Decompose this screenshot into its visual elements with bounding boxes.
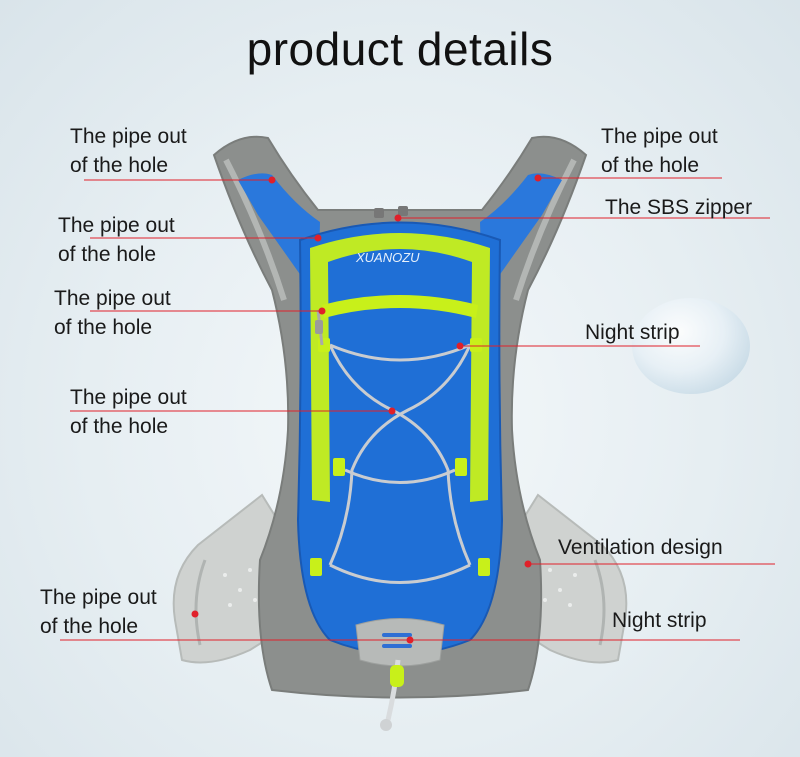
callout-night-strip-2: Night strip [612,606,707,635]
bottom-tab [355,618,445,667]
callout-line: The pipe out [40,586,157,609]
callout-line: The pipe out [601,125,718,148]
callout-pipe-hole-3: The pipe out of the hole [54,284,171,342]
reflective-trim-outer [310,233,490,502]
callout-pipe-hole-4: The pipe out of the hole [70,383,187,441]
reflective-tabs [310,338,490,576]
callout-ventilation-design: Ventilation design [558,533,723,562]
callout-line: The pipe out [70,125,187,148]
callout-night-strip-1: Night strip [585,318,680,347]
brand-logo: XUANOZU [355,250,420,265]
callout-pipe-hole-2: The pipe out of the hole [58,211,175,269]
callout-pipe-hole-5: The pipe out of the hole [40,583,157,641]
callout-line: of the hole [40,615,139,638]
callout-line: of the hole [58,243,157,266]
callout-line: of the hole [70,415,169,438]
callout-line: Ventilation design [558,536,723,559]
callout-pipe-hole-1: The pipe out of the hole [70,122,187,180]
product-title: product details [246,23,554,75]
leader-lines [60,177,775,641]
callout-sbs-zipper: The SBS zipper [605,193,752,222]
callout-line: The pipe out [54,287,171,310]
bungee-cord [328,343,472,584]
callout-line: Night strip [585,321,680,344]
callout-line: The pipe out [58,214,175,237]
callout-line: The pipe out [70,386,187,409]
callout-line: of the hole [54,316,153,339]
callout-line: of the hole [70,154,169,177]
callout-line: of the hole [601,154,700,177]
callout-line: The SBS zipper [605,196,753,219]
callout-pipe-hole-6: The pipe out of the hole [601,122,718,180]
reflective-trim-inner [322,295,478,318]
callout-line: Night strip [612,609,707,632]
leader-dots [191,174,542,644]
